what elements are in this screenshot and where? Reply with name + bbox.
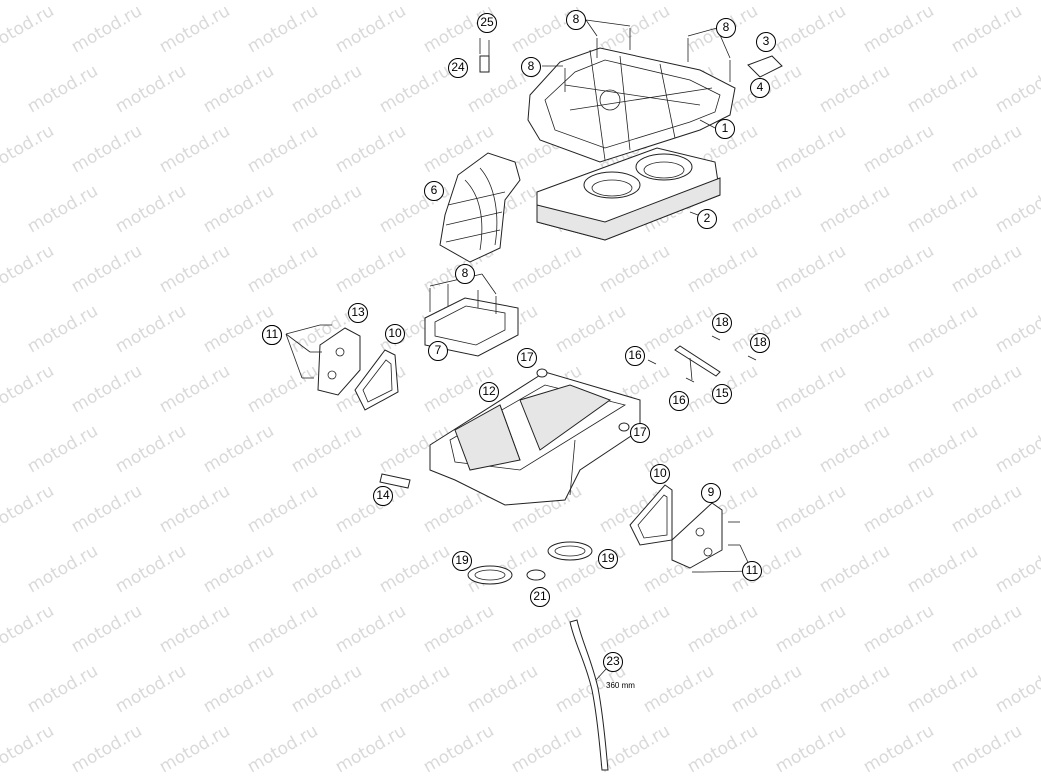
callout-15: 15 xyxy=(712,384,732,404)
small-grommets xyxy=(536,368,630,432)
callout-16: 16 xyxy=(669,391,689,411)
callout-18: 18 xyxy=(750,333,770,353)
intake-duct xyxy=(439,152,521,263)
callout-24: 24 xyxy=(448,58,468,78)
sensor-block xyxy=(424,284,519,357)
callout-2: 2 xyxy=(697,209,717,229)
callout-13: 13 xyxy=(348,303,368,323)
callout-11: 11 xyxy=(262,325,282,345)
airbox-housing xyxy=(429,371,641,506)
callout-10: 10 xyxy=(385,324,405,344)
right-gasket xyxy=(629,484,673,546)
seal-rings xyxy=(467,541,593,585)
callout-6: 6 xyxy=(424,181,444,201)
callout-12: 12 xyxy=(479,382,499,402)
screws xyxy=(302,28,757,573)
airbox-cover xyxy=(527,47,736,163)
callout-14: 14 xyxy=(373,486,393,506)
drain-hose xyxy=(569,619,609,771)
pin xyxy=(379,473,411,489)
air-filter xyxy=(536,147,721,241)
grommet xyxy=(526,569,546,581)
callout-25: 25 xyxy=(477,13,497,33)
callout-4: 4 xyxy=(750,78,770,98)
callout-8: 8 xyxy=(455,264,475,284)
callout-8: 8 xyxy=(716,18,736,38)
callout-17: 17 xyxy=(630,423,650,443)
callout-11: 11 xyxy=(742,561,762,581)
left-gasket xyxy=(354,349,399,411)
callout-18: 18 xyxy=(712,313,732,333)
callout-16: 16 xyxy=(625,346,645,366)
callout-3: 3 xyxy=(756,32,776,52)
valve-stem xyxy=(479,38,490,73)
callout-21: 21 xyxy=(530,587,550,607)
callout-7: 7 xyxy=(428,341,448,361)
callout-1: 1 xyxy=(715,119,735,139)
left-bracket xyxy=(317,327,361,396)
callout-10: 10 xyxy=(650,464,670,484)
callout-23: 23 xyxy=(603,652,623,672)
callout-19: 19 xyxy=(452,551,472,571)
callout-19: 19 xyxy=(598,549,618,569)
callout-8: 8 xyxy=(521,57,541,77)
callout-8: 8 xyxy=(566,10,586,30)
dimension-label: 360 mm xyxy=(606,681,635,690)
callout-9: 9 xyxy=(701,483,721,503)
callout-17: 17 xyxy=(517,348,537,368)
cover-plate xyxy=(747,55,783,78)
strap xyxy=(674,345,721,381)
right-bracket xyxy=(671,502,723,569)
